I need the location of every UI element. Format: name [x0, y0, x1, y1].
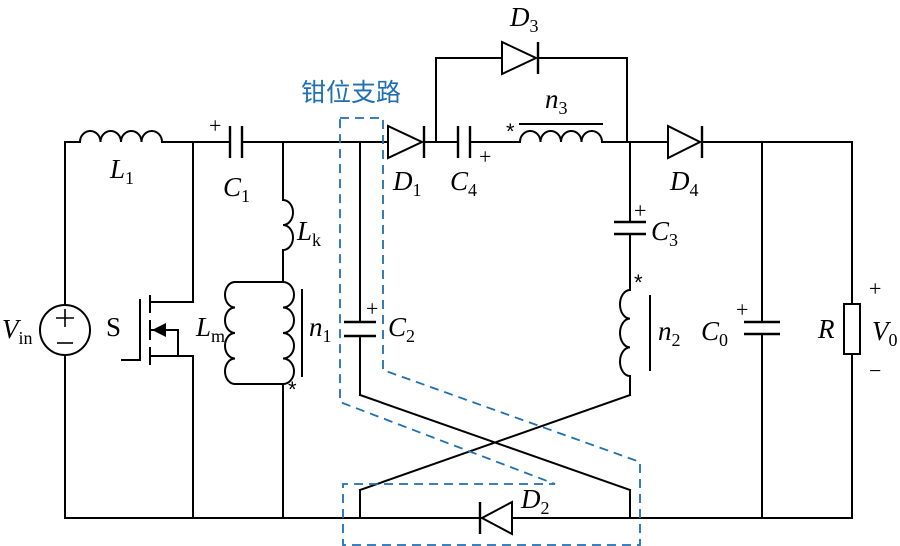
- label-D4: D4: [669, 166, 699, 200]
- wires: [64, 57, 853, 519]
- label-R: R: [817, 314, 835, 344]
- label-n1: n1: [309, 312, 332, 346]
- diode-D1: [387, 124, 426, 160]
- c3-plus: +: [634, 198, 646, 223]
- c2-plus: +: [366, 296, 378, 321]
- label-C4: C4: [450, 166, 477, 200]
- diode-D2: [478, 500, 513, 536]
- inductor-Lk: [281, 198, 294, 252]
- c1-plus: +: [209, 113, 221, 138]
- capacitor-C4: [456, 126, 472, 158]
- winding-n1: [281, 280, 303, 386]
- diode-D3: [501, 40, 540, 76]
- clamp-branch-label: 钳位支路: [301, 78, 401, 107]
- label-Lm: Lm: [195, 312, 225, 346]
- resistor-R: [843, 303, 861, 355]
- label-C1: C1: [223, 172, 250, 206]
- label-C2: C2: [388, 312, 415, 346]
- label-D1: D1: [392, 166, 422, 200]
- voltage-source-Vin: [39, 304, 91, 356]
- inductor-L1: [78, 130, 164, 144]
- n1-dot: *: [288, 377, 297, 402]
- diode-D4: [667, 124, 704, 160]
- label-L1: L1: [109, 154, 134, 188]
- capacitor-C3: [614, 220, 646, 236]
- winding-n3: [518, 123, 604, 144]
- label-V0: V0: [872, 316, 898, 350]
- v0-plus: +: [869, 276, 881, 301]
- label-Lk: Lk: [296, 216, 321, 250]
- label-D2: D2: [520, 484, 550, 518]
- label-C3: C3: [651, 216, 678, 250]
- label-C0: C0: [701, 316, 728, 350]
- clamp-branch-path: [339, 117, 641, 546]
- n2-dot: *: [634, 270, 643, 295]
- capacitor-C1: [228, 126, 244, 158]
- capacitor-C2: [344, 320, 376, 338]
- label-S: S: [106, 312, 121, 342]
- label-Vin: Vin: [2, 314, 33, 348]
- label-D3: D3: [509, 2, 539, 36]
- capacitor-C0: [744, 320, 780, 336]
- inductor-Lm: [224, 280, 237, 386]
- c4-plus: +: [479, 144, 491, 169]
- n3-dot: *: [506, 119, 515, 144]
- v0-minus: −: [869, 358, 881, 383]
- c0-plus: +: [736, 297, 748, 322]
- label-n3: n3: [545, 84, 568, 118]
- winding-n2: [619, 288, 651, 378]
- switch-S: [121, 295, 179, 365]
- label-n2: n2: [658, 316, 681, 350]
